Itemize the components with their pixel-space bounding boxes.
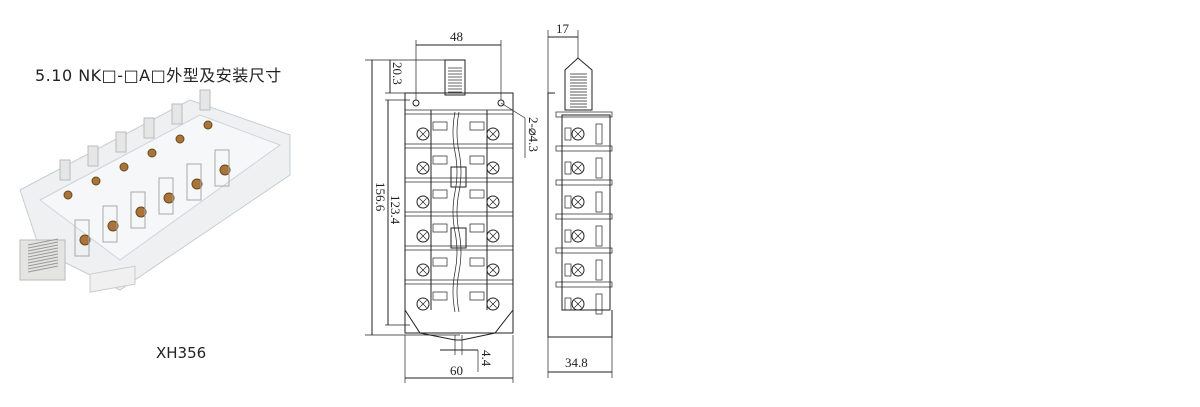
dim-156-6: 156.6 [373, 182, 388, 212]
brass-terminal-icon [119, 162, 129, 172]
front-spring-housing [444, 59, 466, 96]
dim-48: 48 [450, 29, 463, 44]
brass-terminal-icon [147, 148, 157, 158]
terminal-screw-icon [571, 161, 585, 175]
terminal-screw-icon [571, 297, 585, 311]
terminal-screw-icon [571, 195, 585, 209]
brass-terminal-icon [175, 134, 185, 144]
side-row-divider [555, 247, 613, 254]
mount-hole-left [412, 99, 420, 107]
side-row-divider [555, 111, 613, 118]
terminal-screw-icon [571, 127, 585, 141]
terminal-screw-icon [486, 161, 500, 175]
brass-terminal-icon [135, 206, 147, 218]
dim-34-8: 34.8 [565, 355, 588, 370]
terminal-row-divider [404, 109, 514, 115]
brass-terminal-icon [63, 190, 73, 200]
dim-holes: 2-⌀4.3 [526, 117, 541, 152]
terminal-screw-icon [486, 229, 500, 243]
terminal-screw-icon [571, 263, 585, 277]
terminal-screw-icon [486, 195, 500, 209]
side-view: 17 34.8 [547, 21, 613, 378]
model-label: XH356 [156, 344, 207, 362]
terminal-screw-icon [416, 263, 430, 277]
section-title: 5.10 NK□-□A□外型及安装尺寸 [35, 66, 282, 85]
side-row-divider [555, 145, 613, 152]
dim-20-3: 20.3 [390, 62, 405, 85]
side-body-outline [561, 114, 611, 311]
terminal-screw-icon [486, 297, 500, 311]
brass-terminal-icon [107, 220, 119, 232]
dim-123-4: 123.4 [388, 195, 403, 225]
brass-terminal-icon [191, 178, 203, 190]
terminal-screw-icon [486, 263, 500, 277]
front-view: 48 156.6 20.3 123.4 2-⌀4.3 4.4 60 [365, 29, 541, 383]
terminal-row-divider [404, 245, 514, 251]
terminal-row-divider [404, 279, 514, 285]
brass-terminal-icon [163, 192, 175, 204]
terminal-screw-icon [416, 297, 430, 311]
terminal-screw-icon [416, 195, 430, 209]
side-row-divider [555, 179, 613, 186]
terminal-screw-icon [571, 229, 585, 243]
terminal-screw-icon [416, 229, 430, 243]
brass-terminal-icon [219, 164, 231, 176]
terminal-row-divider [404, 143, 514, 149]
terminal-row-divider [404, 211, 514, 217]
brass-terminal-icon [79, 234, 91, 246]
dim-4-4: 4.4 [479, 350, 494, 367]
terminal-screw-icon [416, 127, 430, 141]
side-row-divider [555, 213, 613, 220]
side-row-divider [555, 281, 613, 288]
terminal-row-divider [404, 177, 514, 183]
brass-terminal-icon [91, 176, 101, 186]
product-photo [19, 89, 291, 293]
dim-17: 17 [556, 21, 570, 36]
terminal-screw-icon [416, 161, 430, 175]
brass-terminal-icon [203, 120, 213, 130]
dim-60: 60 [450, 363, 463, 378]
terminal-screw-icon [486, 127, 500, 141]
